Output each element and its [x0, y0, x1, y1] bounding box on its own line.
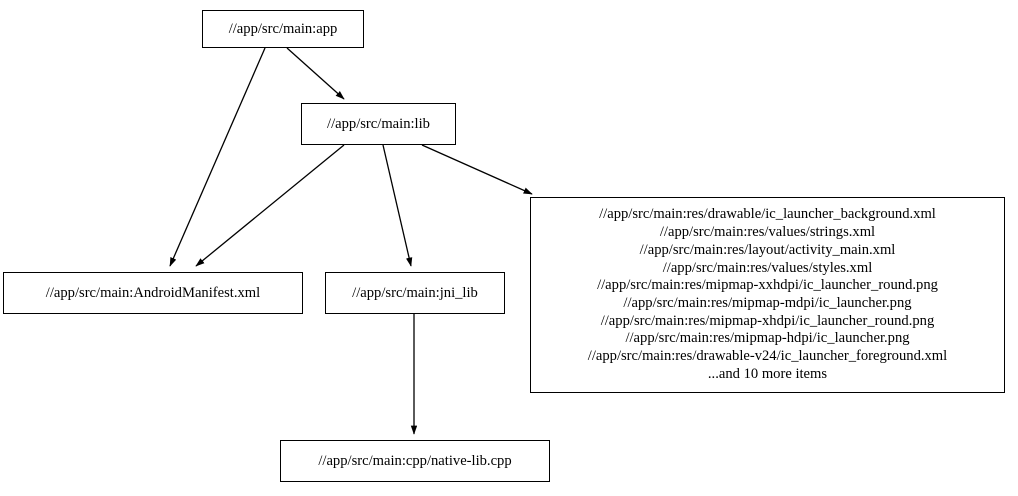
- node-native-lib[interactable]: //app/src/main:cpp/native-lib.cpp: [280, 440, 550, 482]
- edge-app-to-manifest: [169, 47, 266, 267]
- edge-lib-to-resources: [421, 144, 533, 195]
- node-app-label: //app/src/main:app: [228, 20, 338, 37]
- edge-lib-to-jni-lib: [382, 144, 413, 267]
- node-lib-label: //app/src/main:lib: [327, 115, 430, 132]
- node-lib[interactable]: //app/src/main:lib: [301, 103, 456, 145]
- node-native-lib-label: //app/src/main:cpp/native-lib.cpp: [318, 452, 512, 469]
- edge-lib-to-manifest: [195, 144, 345, 267]
- node-resources-label: //app/src/main:res/drawable/ic_launcher_…: [587, 206, 948, 382]
- node-resources[interactable]: //app/src/main:res/drawable/ic_launcher_…: [530, 197, 1005, 393]
- node-android-manifest[interactable]: //app/src/main:AndroidManifest.xml: [3, 272, 303, 314]
- node-android-manifest-label: //app/src/main:AndroidManifest.xml: [45, 284, 261, 301]
- node-app[interactable]: //app/src/main:app: [202, 10, 364, 48]
- node-jni-lib-label: //app/src/main:jni_lib: [352, 284, 478, 301]
- node-jni-lib[interactable]: //app/src/main:jni_lib: [325, 272, 505, 314]
- edge-app-to-lib: [286, 47, 345, 100]
